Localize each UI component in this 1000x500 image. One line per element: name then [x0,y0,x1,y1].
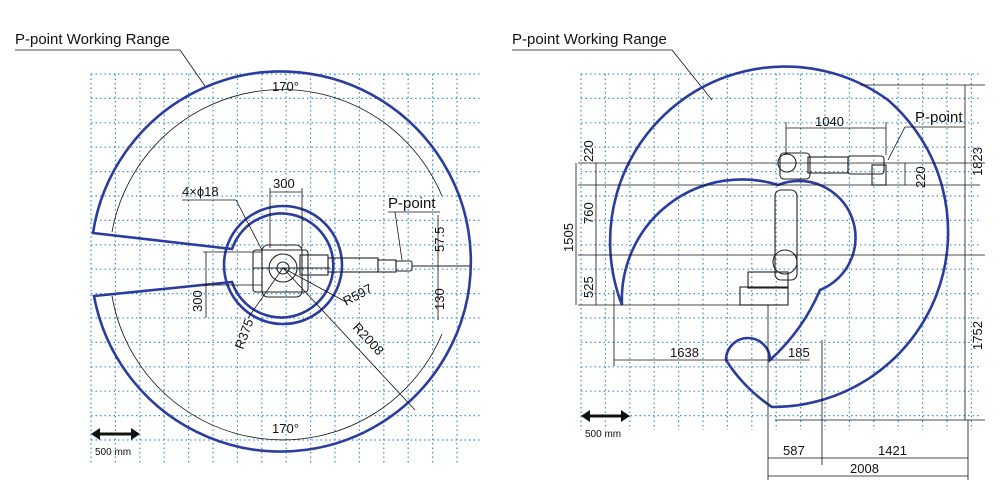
left-outer-range [91,70,473,453]
right-dim-220-right: 220 [913,166,928,188]
left-title: P-point Working Range [15,31,170,48]
right-dim-220-left: 220 [581,140,596,162]
left-dim-300-left: 300 [190,290,205,312]
right-scale-bar: 500 mm [581,410,630,440]
right-dim-1505: 1505 [561,223,576,252]
radius-2008-line [282,267,416,411]
left-dim-300-top: 300 [273,176,295,191]
left-grid [90,73,481,464]
left-radius-597: R597 [340,281,374,309]
right-dim-760: 760 [581,202,596,224]
left-radius-375: R375 [232,317,257,351]
left-radius-2008: R2008 [350,320,387,358]
right-scale-label: 500 mm [585,429,621,440]
right-title-leader [671,49,713,101]
right-outer-range [608,65,950,409]
left-dim-130: 130 [432,288,447,310]
right-grid [580,73,981,430]
right-view: P-point Working Range 1040 P-point [512,31,985,480]
right-robot-side-view [739,152,887,306]
right-ppoint-label: P-point [915,109,963,126]
right-dim-525: 525 [581,276,596,298]
right-dim-185: 185 [788,345,810,360]
right-dim-587: 587 [783,443,805,458]
right-title: P-point Working Range [512,31,667,48]
radius-597-line [282,267,347,303]
left-inner-circle [222,204,344,326]
left-angle-bottom: 170° [272,421,299,436]
left-angle-top: 170° [272,79,299,94]
left-scale-bar: 500 mm [91,428,140,458]
radius-375-line [247,267,284,319]
left-view: P-point Working Range 170° 170° 3 [15,31,481,464]
left-angle-arc-top [111,89,443,233]
left-scale-label: 500 mm [95,447,131,458]
left-dim-57-5: 57.5 [432,227,447,252]
right-dim-1638: 1638 [670,345,699,360]
left-angle-arc-bottom [111,295,443,441]
ppoint-leader [394,211,403,261]
hole-leader [235,199,263,251]
right-dim-1823: 1823 [970,147,985,176]
left-ppoint-label: P-point [388,195,436,212]
right-dim-1040: 1040 [815,114,844,129]
left-robot-top-view [252,244,470,298]
right-dim-1752: 1752 [970,321,985,350]
right-dim-2008: 2008 [850,461,879,476]
right-dim-1421: 1421 [878,443,907,458]
left-title-leader [179,49,206,87]
left-hole-label: 4×ϕ18 [182,184,219,199]
right-ppoint-leader [887,126,906,161]
